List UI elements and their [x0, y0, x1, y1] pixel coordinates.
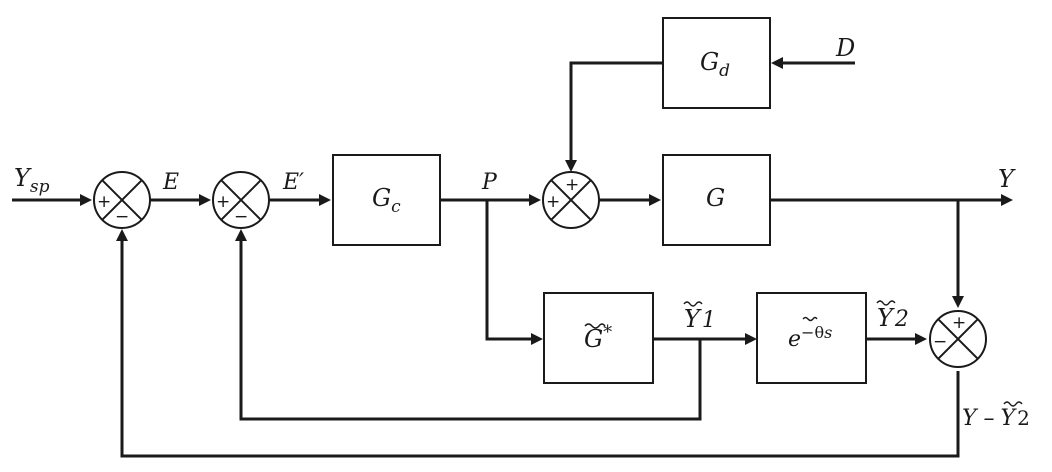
delay-block: e−θs: [756, 292, 867, 384]
sum1-sign-bottom: −: [115, 207, 129, 227]
feedback-label-tilde: [1003, 401, 1023, 407]
controller-label: Gc: [372, 184, 401, 217]
delay-tilde: [802, 316, 818, 322]
sum2-sign-bottom: −: [234, 207, 248, 227]
model-box: [543, 292, 654, 384]
summing-junction-4: + −: [929, 310, 987, 368]
model-block: G*: [543, 292, 654, 384]
output-label: Y: [998, 165, 1016, 193]
delay-box: [756, 292, 867, 384]
sum4-cross-b: [937, 318, 979, 360]
wire-model-input: [485, 200, 534, 341]
arrowhead-sum4-top: [952, 296, 964, 308]
arrowhead-sum3-top: [565, 160, 577, 172]
process-block: G: [662, 154, 771, 246]
arrowhead-model-in: [531, 333, 543, 345]
model-label: G*: [584, 322, 612, 353]
arrowhead-sum3-in: [529, 194, 541, 206]
controller-output-label: P: [481, 170, 498, 195]
arrowhead-process-in: [649, 194, 661, 206]
wire-inner-feedback: [239, 239, 702, 421]
arrowhead-sum1-bottom: [116, 229, 128, 241]
delay-label: e−θs: [788, 323, 832, 352]
summing-junction-2: + −: [212, 171, 270, 229]
wire-outer-feedback: [120, 239, 960, 458]
summing-junction-1: + −: [93, 171, 151, 229]
setpoint-label: Ysp: [14, 164, 50, 197]
arrowhead-sum4-left: [915, 333, 927, 345]
sum1-cross-b: [101, 179, 143, 221]
arrowhead-output: [1001, 194, 1013, 206]
sum4-sign-top: +: [952, 313, 966, 333]
arrowhead-controller-in: [319, 194, 331, 206]
summing-junction-3: + +: [542, 171, 600, 229]
model-output-1-tilde: [683, 301, 703, 307]
arrowheads: [80, 57, 1013, 345]
arrowhead-sum2-bottom: [235, 229, 247, 241]
arrowhead-sum1-in: [80, 194, 92, 206]
model-tilde: [584, 323, 606, 329]
disturbance-tf-label: Gd: [700, 48, 730, 81]
process-box: [662, 154, 771, 246]
model-output-2-label: Y2: [877, 304, 909, 332]
arrowhead-sum2-in: [199, 194, 211, 206]
wire-disturbance-effect: [569, 61, 663, 164]
sum3-cross-b: [550, 179, 592, 221]
disturbance-label: D: [835, 34, 855, 62]
controller-block: Gc: [332, 154, 441, 246]
signal-wires: [12, 61, 1003, 458]
model-output-1-label: Y1: [684, 305, 716, 333]
error-prime-label: E′: [282, 170, 304, 195]
sum3-sign-left: +: [546, 192, 560, 212]
sum3-sign-top: +: [565, 175, 579, 195]
model-output-2-tilde: [876, 300, 896, 306]
sum2-cross-b: [220, 179, 262, 221]
sum1-sign-left: +: [97, 192, 111, 212]
error-label: E: [162, 170, 179, 195]
sum4-sign-left: −: [933, 332, 947, 352]
arrowhead-delay-in: [745, 333, 757, 345]
disturbance-tf-box: [662, 17, 771, 109]
sum2-sign-left: +: [216, 192, 230, 212]
disturbance-tf-block: Gd: [662, 17, 771, 109]
controller-box: [332, 154, 441, 246]
arrowhead-disturbance-in: [771, 57, 783, 69]
process-label: G: [706, 184, 725, 212]
